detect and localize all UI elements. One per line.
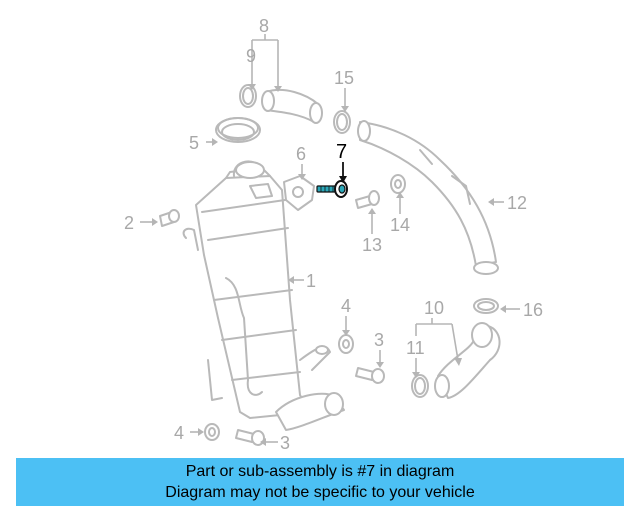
part-7-bolt <box>316 180 348 198</box>
part-11-clamp <box>411 374 429 398</box>
callout-4-upper: 4 <box>341 296 351 316</box>
parts-diagram: 8 9 15 5 6 7 2 12 13 14 1 4 10 16 3 11 4… <box>124 16 543 453</box>
part-4-grommet-upper <box>338 334 354 354</box>
callout-2: 2 <box>124 213 134 233</box>
callout-10: 10 <box>424 298 444 318</box>
part-3-bolt-upper <box>355 367 385 384</box>
callout-labels: 8 9 15 5 6 7 2 12 13 14 1 4 10 16 3 11 4… <box>124 16 543 453</box>
callout-14: 14 <box>390 215 410 235</box>
part-5-seal-ring <box>215 117 261 143</box>
callout-3-upper: 3 <box>374 330 384 350</box>
part-15-clamp <box>333 110 351 134</box>
callout-12: 12 <box>507 193 527 213</box>
part-14-grommet <box>390 174 406 194</box>
part-8-hose <box>261 88 323 124</box>
part-3-bolt-lower <box>235 429 265 446</box>
callout-7: 7 <box>336 141 347 163</box>
callout-15: 15 <box>334 68 354 88</box>
callout-4-lower: 4 <box>174 423 184 443</box>
part-12-charge-pipe <box>357 120 499 275</box>
callout-8: 8 <box>259 16 269 36</box>
callout-3-lower: 3 <box>280 433 290 453</box>
callout-5: 5 <box>189 133 199 153</box>
part-10-hose <box>434 322 501 399</box>
part-4-grommet-lower <box>204 423 220 441</box>
callout-13: 13 <box>362 235 382 255</box>
callout-11: 11 <box>406 338 425 358</box>
info-banner: Part or sub-assembly is #7 in diagram Di… <box>16 458 624 506</box>
part-1-intercooler <box>182 160 345 431</box>
part-13-bolt <box>355 190 380 209</box>
callout-1: 1 <box>306 271 316 291</box>
banner-line-2: Diagram may not be specific to your vehi… <box>165 484 475 501</box>
callout-16: 16 <box>523 300 543 320</box>
banner-line-1: Part or sub-assembly is #7 in diagram <box>185 463 455 480</box>
callout-9: 9 <box>246 46 256 66</box>
leader-lines <box>140 34 520 446</box>
part-6-sensor <box>283 175 315 211</box>
callout-6: 6 <box>296 144 306 164</box>
part-9-clamp <box>239 84 257 108</box>
part-2-bolt <box>159 209 180 227</box>
part-16-clamp <box>473 298 499 314</box>
